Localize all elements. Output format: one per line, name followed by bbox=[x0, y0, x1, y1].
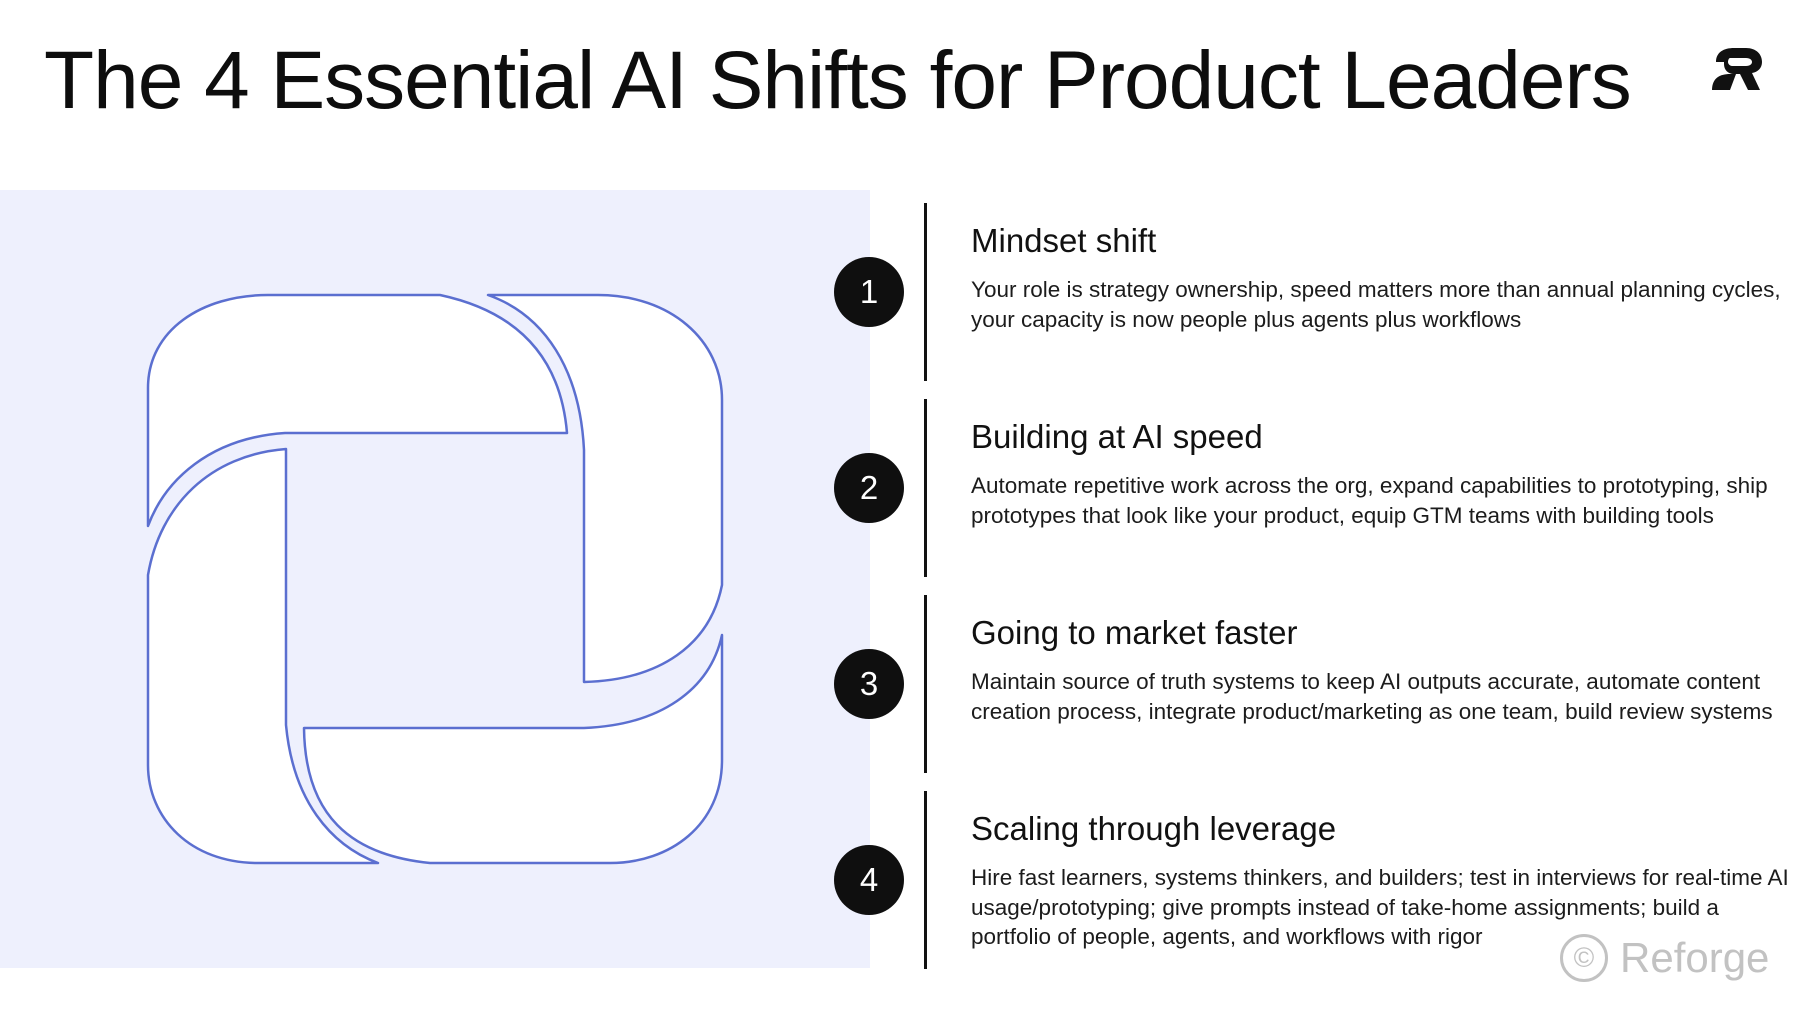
shift-description: Automate repetitive work across the org,… bbox=[971, 473, 1768, 528]
shift-heading: Mindset shift bbox=[971, 222, 1157, 259]
mark-piece-bottom-left bbox=[146, 447, 380, 865]
shift-number-badge: 1 bbox=[834, 257, 904, 327]
mark-piece-bottom-right bbox=[302, 633, 724, 865]
shift-description: Your role is strategy ownership, speed m… bbox=[971, 277, 1781, 332]
reforge-logo-icon bbox=[1712, 48, 1762, 90]
divider-line bbox=[924, 791, 927, 969]
shift-number-badge: 3 bbox=[834, 649, 904, 719]
copyright-icon: © bbox=[1560, 934, 1608, 982]
shift-description: Maintain source of truth systems to keep… bbox=[971, 669, 1773, 724]
shift-description: Hire fast learners, systems thinkers, an… bbox=[971, 865, 1789, 949]
mark-piece-right bbox=[486, 293, 724, 684]
shift-number-badge: 2 bbox=[834, 453, 904, 523]
divider-line bbox=[924, 399, 927, 577]
shift-item: 3 Going to market faster Maintain source… bbox=[830, 587, 1800, 773]
illustration-panel bbox=[0, 190, 870, 968]
page-title: The 4 Essential AI Shifts for Product Le… bbox=[44, 35, 1632, 126]
mark-piece-top-left bbox=[146, 293, 569, 528]
divider-line bbox=[924, 595, 927, 773]
divider-line bbox=[924, 203, 927, 381]
shift-heading: Building at AI speed bbox=[971, 418, 1263, 455]
reforge-watermark: © Reforge bbox=[1560, 932, 1769, 984]
shift-number-badge: 4 bbox=[834, 845, 904, 915]
shift-heading: Going to market faster bbox=[971, 614, 1298, 651]
shift-item: 2 Building at AI speed Automate repetiti… bbox=[830, 391, 1800, 577]
interlocking-reforge-mark bbox=[146, 293, 724, 865]
shift-heading: Scaling through leverage bbox=[971, 810, 1337, 847]
watermark-text: Reforge bbox=[1620, 934, 1770, 981]
shift-item: 4 Scaling through leverage Hire fast lea… bbox=[830, 783, 1800, 969]
shift-item: 1 Mindset shift Your role is strategy ow… bbox=[830, 195, 1800, 381]
